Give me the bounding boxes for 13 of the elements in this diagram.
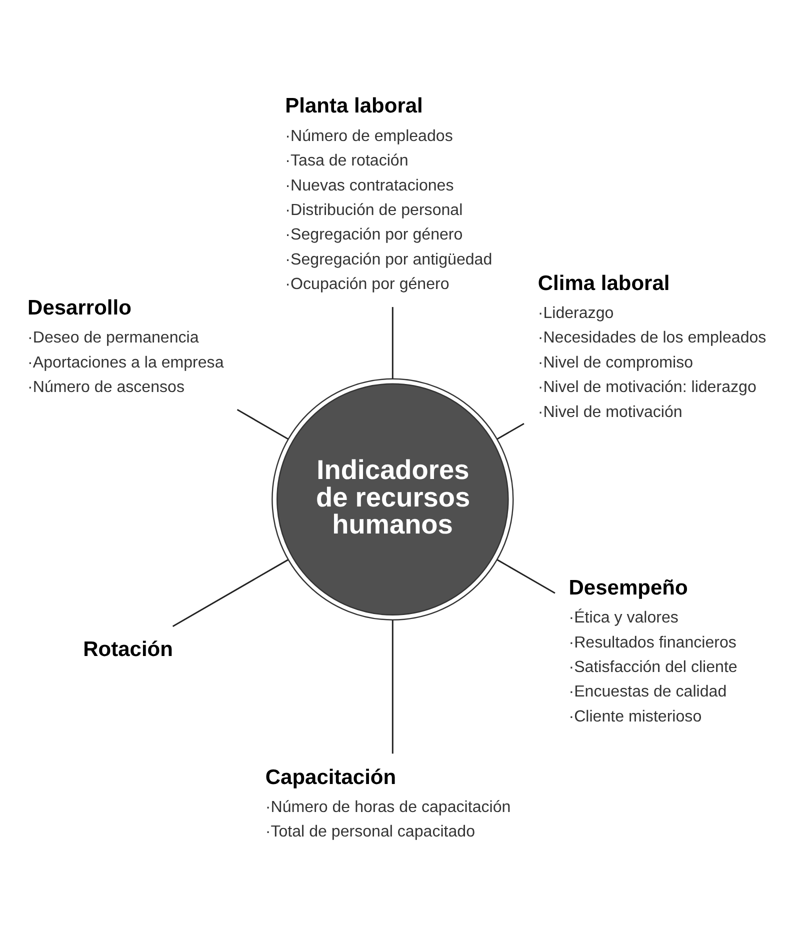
connector [172,558,288,626]
connector [392,306,394,378]
node-text: Capacitación ·Número de horas de capacitación ·Total de personal capacitado [265,765,511,840]
node-text: Rotación [83,638,173,661]
connector [236,408,288,440]
node-text: Clima laboral ·Liderazgo ·Necesidades de los empleados ·Nivel de compromiso ·Nivel de motivación: liderazgo ·Nivel de motivación [538,271,766,420]
connector [392,620,394,754]
connector [496,558,556,594]
node-text: Desempeño ·Ética y valores ·Resultados financieros ·Satisfacción del cliente ·Encuestas de calidad ·Cliente misterioso [568,576,738,725]
node-text: Planta laboral ·Número de empleados ·Tasa de rotación ·Nuevas contrataciones ·Distribución de personal ·Segregación por género ·Segregación por antigüedad ·Ocupación por género [285,94,492,293]
connector [496,422,524,440]
node-circle: Indicadores de recursos humanos [272,378,514,620]
node-text: Desarrollo ·Deseo de permanencia ·Aportaciones a la empresa ·Número de ascensos [28,296,224,396]
